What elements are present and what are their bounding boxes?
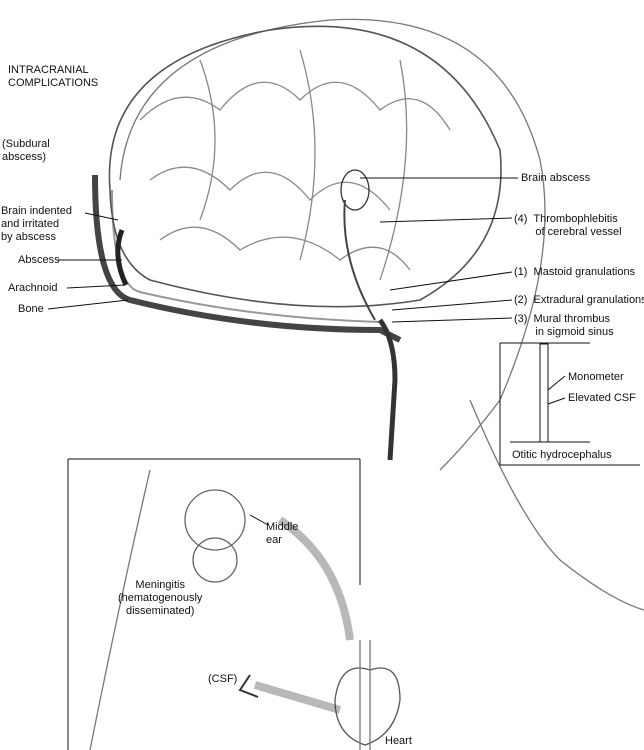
label-thrombophlebitis: (4) Thrombophlebitis of cerebral vessel [514, 213, 622, 238]
label-heart: Heart [385, 735, 412, 747]
label-csf: (CSF) [208, 673, 238, 685]
label-brain-indented: Brain indented and irritated by abscess [1, 205, 72, 243]
diagram-title: INTRACRANIAL COMPLICATIONS [8, 64, 99, 89]
label-middle-ear: Middle ear [266, 521, 299, 546]
label-otitic-hydrocephalus: Otitic hydrocephalus [512, 449, 612, 461]
subdural-abscess-mark [115, 229, 129, 287]
sigmoid-sinus [377, 318, 398, 461]
inner-ear [184, 489, 246, 551]
brain-gyri [139, 49, 451, 281]
label-abscess: Abscess [18, 254, 60, 266]
label-brain-abscess: Brain abscess [521, 172, 591, 184]
label-manometer: Monometer [568, 371, 624, 383]
brain-abscess-mark [340, 169, 370, 211]
label-subdural-abscess: (Subdural abscess) [2, 138, 50, 163]
arrow-csf [253, 681, 342, 714]
brain-outline [108, 25, 502, 308]
heart [334, 667, 401, 746]
label-mural-thrombus: (3) Mural thrombus in sigmoid sinus [514, 313, 614, 338]
arrow-to-heart [277, 516, 354, 641]
label-bone: Bone [18, 303, 44, 315]
label-elevated-csf: Elevated CSF [568, 392, 636, 404]
label-arachnoid: Arachnoid [8, 282, 58, 294]
label-meningitis: Meningitis (hematogenously disseminated) [118, 579, 203, 617]
label-extradural-granulations: (2) Extradural granulations [514, 294, 644, 306]
skull-band [92, 174, 402, 343]
neck-outline [89, 399, 644, 750]
manometer-tube [539, 343, 549, 443]
label-mastoid-granulations: (1) Mastoid granulations [514, 266, 636, 278]
